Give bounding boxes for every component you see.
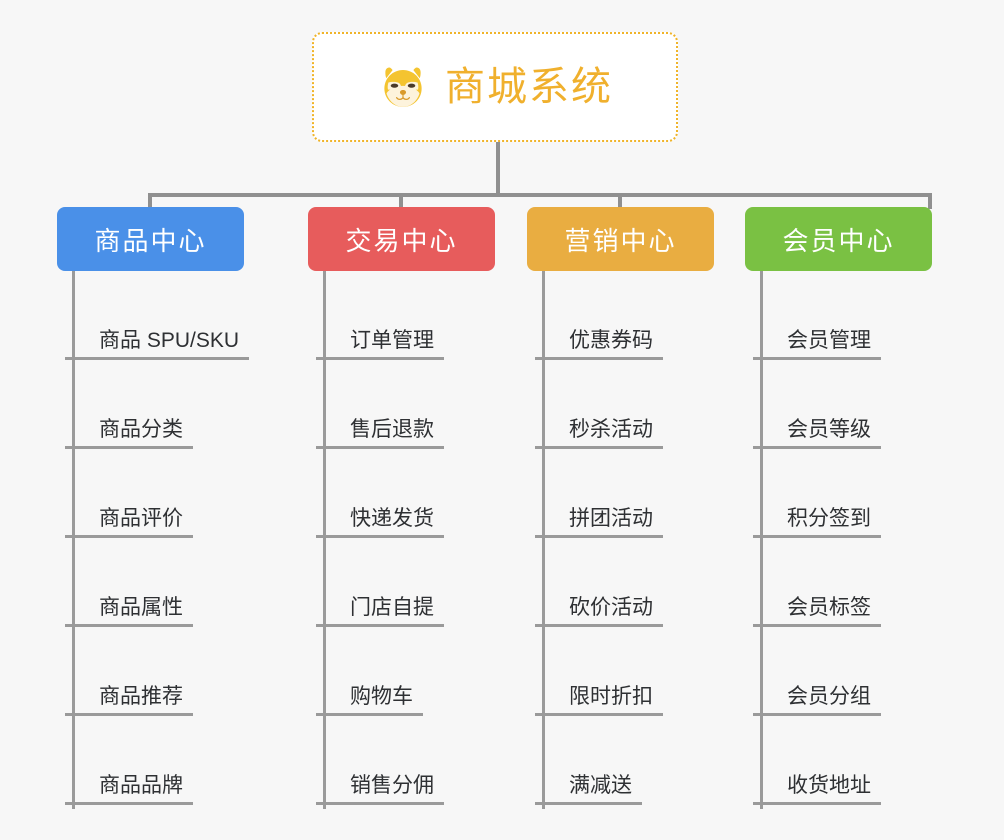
root-node[interactable]: 商城系统 (312, 32, 678, 142)
list-item-label: 商品评价 (65, 507, 193, 538)
list-item-label: 积分签到 (753, 507, 881, 538)
connector-root-stem (496, 142, 500, 195)
list-item[interactable]: 限时折扣 (535, 631, 714, 720)
list-item-label: 销售分佣 (316, 774, 444, 805)
list-item-label: 会员等级 (753, 418, 881, 449)
column-product-center: 商品中心 商品 SPU/SKU 商品分类 商品评价 商品属性 商品推荐 商品品牌 (57, 207, 250, 809)
column-header-product-center[interactable]: 商品中心 (57, 207, 244, 271)
list-item-label: 商品推荐 (65, 685, 193, 716)
list-item-label: 商品分类 (65, 418, 193, 449)
list-item-label: 会员管理 (753, 329, 881, 360)
list-item[interactable]: 收货地址 (753, 720, 932, 809)
list-item[interactable]: 商品分类 (65, 364, 244, 453)
connector-horizontal-bus (148, 193, 932, 197)
list-item[interactable]: 优惠券码 (535, 275, 714, 364)
column-header-member-center[interactable]: 会员中心 (745, 207, 932, 271)
column-header-label: 会员中心 (782, 225, 895, 256)
list-item[interactable]: 会员分组 (753, 631, 932, 720)
list-item[interactable]: 订单管理 (316, 275, 495, 364)
list-item[interactable]: 商品品牌 (65, 720, 244, 809)
list-item-label: 商品属性 (65, 596, 193, 627)
column-marketing-center: 营销中心 优惠券码 秒杀活动 拼团活动 砍价活动 限时折扣 满减送 (527, 207, 714, 809)
column-items-trade-center: 订单管理 售后退款 快递发货 门店自提 购物车 销售分佣 (316, 271, 495, 809)
column-header-label: 商品中心 (94, 225, 207, 256)
column-items-product-center: 商品 SPU/SKU 商品分类 商品评价 商品属性 商品推荐 商品品牌 (65, 271, 250, 809)
list-item-label: 快递发货 (316, 507, 444, 538)
list-item-label: 拼团活动 (535, 507, 663, 538)
list-item[interactable]: 售后退款 (316, 364, 495, 453)
dog-face-icon (384, 67, 422, 107)
list-item[interactable]: 门店自提 (316, 542, 495, 631)
list-item-label: 优惠券码 (535, 329, 663, 360)
list-item-label: 满减送 (535, 774, 642, 805)
list-item-label: 订单管理 (316, 329, 444, 360)
column-trade-center: 交易中心 订单管理 售后退款 快递发货 门店自提 购物车 销售分佣 (308, 207, 495, 809)
column-member-center: 会员中心 会员管理 会员等级 积分签到 会员标签 会员分组 收货地址 (745, 207, 932, 809)
column-items-marketing-center: 优惠券码 秒杀活动 拼团活动 砍价活动 限时折扣 满减送 (535, 271, 714, 809)
list-item-label: 购物车 (316, 685, 423, 716)
list-item-label: 商品品牌 (65, 774, 193, 805)
list-item-label: 会员分组 (753, 685, 881, 716)
column-header-marketing-center[interactable]: 营销中心 (527, 207, 714, 271)
list-item[interactable]: 满减送 (535, 720, 714, 809)
column-header-label: 营销中心 (564, 225, 677, 256)
root-title: 商城系统 (445, 65, 613, 109)
list-item[interactable]: 会员等级 (753, 364, 932, 453)
list-item-label: 秒杀活动 (535, 418, 663, 449)
connector-drop-2 (399, 193, 403, 209)
list-item-label: 售后退款 (316, 418, 444, 449)
list-item[interactable]: 商品评价 (65, 453, 244, 542)
list-item[interactable]: 拼团活动 (535, 453, 714, 542)
list-item[interactable]: 会员管理 (753, 275, 932, 364)
connector-drop-3 (618, 193, 622, 209)
connector-drop-1 (148, 193, 152, 209)
column-header-label: 交易中心 (345, 225, 458, 256)
list-item-label: 门店自提 (316, 596, 444, 627)
list-item[interactable]: 秒杀活动 (535, 364, 714, 453)
list-item-label: 限时折扣 (535, 685, 663, 716)
connector-drop-4 (928, 193, 932, 209)
list-item-label: 会员标签 (753, 596, 881, 627)
list-item-label: 收货地址 (753, 774, 881, 805)
list-item[interactable]: 购物车 (316, 631, 495, 720)
list-item-label: 商品 SPU/SKU (65, 329, 250, 360)
list-item-label: 砍价活动 (535, 596, 663, 627)
list-item[interactable]: 快递发货 (316, 453, 495, 542)
list-item[interactable]: 积分签到 (753, 453, 932, 542)
column-header-trade-center[interactable]: 交易中心 (308, 207, 495, 271)
column-items-member-center: 会员管理 会员等级 积分签到 会员标签 会员分组 收货地址 (753, 271, 932, 809)
list-item[interactable]: 商品属性 (65, 542, 244, 631)
list-item[interactable]: 会员标签 (753, 542, 932, 631)
list-item[interactable]: 商品推荐 (65, 631, 244, 720)
list-item[interactable]: 商品 SPU/SKU (65, 275, 250, 364)
list-item[interactable]: 销售分佣 (316, 720, 495, 809)
list-item[interactable]: 砍价活动 (535, 542, 714, 631)
